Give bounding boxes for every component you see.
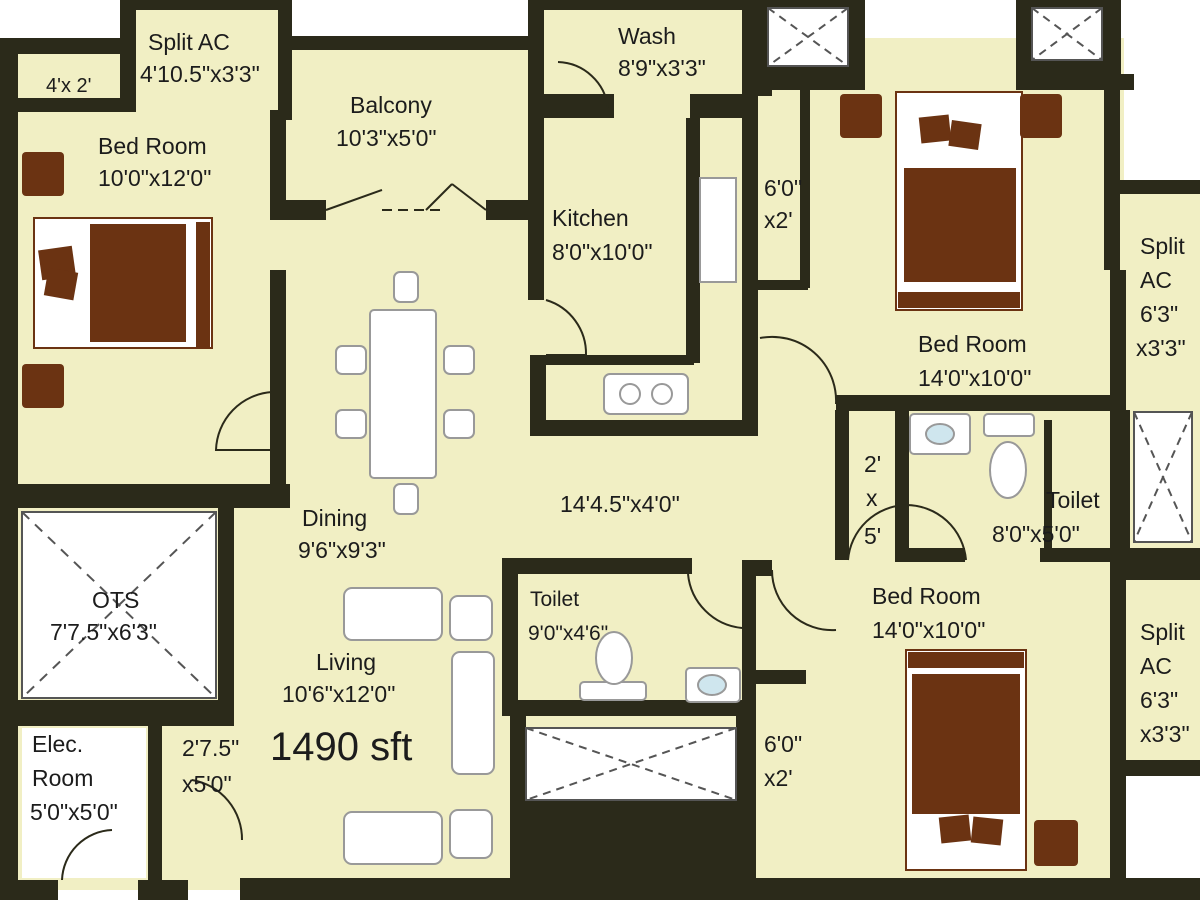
toilet-center-name: Toilet xyxy=(530,588,579,611)
living-name: Living xyxy=(316,649,376,675)
bedroom-right-top-dim: 14'0"x10'0" xyxy=(918,365,1031,391)
split-ac-right-bottom-l3: 6'3" xyxy=(1140,687,1178,713)
ots-shafts xyxy=(21,7,1193,878)
bedroom-right-bottom-dim: 14'0"x10'0" xyxy=(872,617,985,643)
kitchen-fixtures xyxy=(603,177,737,415)
closet-2x5-l3: 5' xyxy=(864,523,881,549)
elec-room-l2: Room xyxy=(32,765,93,791)
small-passage-l2: x5'0" xyxy=(182,771,232,797)
bedroom-right-top-name: Bed Room xyxy=(918,331,1027,357)
door-swings xyxy=(61,61,967,881)
toilet-center-dim: 9'0"x4'6" xyxy=(528,622,608,645)
passage-dim: 14'4.5"x4'0" xyxy=(560,491,680,517)
elec-room-l1: Elec. xyxy=(32,731,83,757)
closet-top-dim-a: 6'0" xyxy=(764,175,802,201)
balcony-name: Balcony xyxy=(350,92,432,118)
bedroom-left-dim: 10'0"x12'0" xyxy=(98,165,211,191)
closet-2x5-l2: x xyxy=(866,485,878,511)
small-4x2-dim: 4'x 2' xyxy=(46,75,91,97)
closet-bottom-dim-a: 6'0" xyxy=(764,731,802,757)
bedroom-right-bottom-name: Bed Room xyxy=(872,583,981,609)
wash-dim: 8'9"x3'3" xyxy=(618,55,706,81)
balcony-dim: 10'3"x5'0" xyxy=(336,125,437,151)
closet-bottom-dim-b: x2' xyxy=(764,765,793,791)
toilet-right-dim: 8'0"x5'0" xyxy=(992,521,1080,547)
split-ac-right-top-l3: 6'3" xyxy=(1140,301,1178,327)
wash-name: Wash xyxy=(618,23,676,49)
closet-top-dim-b: x2' xyxy=(764,207,793,233)
small-passage-l1: 2'7.5" xyxy=(182,735,239,761)
area-total: 1490 sft xyxy=(270,725,412,769)
closet-2x5-l1: 2' xyxy=(864,451,881,477)
ots-name: OTS xyxy=(92,587,139,613)
kitchen-dim: 8'0"x10'0" xyxy=(552,239,653,265)
living-furniture xyxy=(343,587,495,865)
bed-left xyxy=(22,152,213,408)
bed-right-bottom xyxy=(905,649,1078,871)
ots-dim: 7'7.5"x6'3" xyxy=(50,619,157,645)
kitchen-name: Kitchen xyxy=(552,205,629,231)
split-ac-tl-dim: 4'10.5"x3'3" xyxy=(140,61,260,87)
room-labels: Split AC 4'10.5"x3'3" 4'x 2' Bed Room 10… xyxy=(30,23,1190,825)
dining-table xyxy=(335,271,475,515)
split-ac-right-top-l2: AC xyxy=(1140,267,1172,293)
split-ac-right-bottom-l4: x3'3" xyxy=(1140,721,1190,747)
toilet-right-name: Toilet xyxy=(1046,487,1100,513)
living-dim: 10'6"x12'0" xyxy=(282,681,395,707)
bed-right-top xyxy=(840,91,1062,311)
toilet-fixtures xyxy=(579,413,1035,703)
dining-name: Dining xyxy=(302,505,367,531)
split-ac-tl-name: Split AC xyxy=(148,29,230,55)
split-ac-right-bottom-l2: AC xyxy=(1140,653,1172,679)
dining-dim: 9'6"x9'3" xyxy=(298,537,386,563)
split-ac-right-top-l1: Split xyxy=(1140,233,1185,259)
bedroom-left-name: Bed Room xyxy=(98,133,207,159)
elec-room-dim: 5'0"x5'0" xyxy=(30,799,118,825)
split-ac-right-bottom-l1: Split xyxy=(1140,619,1185,645)
split-ac-right-top-l4: x3'3" xyxy=(1136,335,1186,361)
